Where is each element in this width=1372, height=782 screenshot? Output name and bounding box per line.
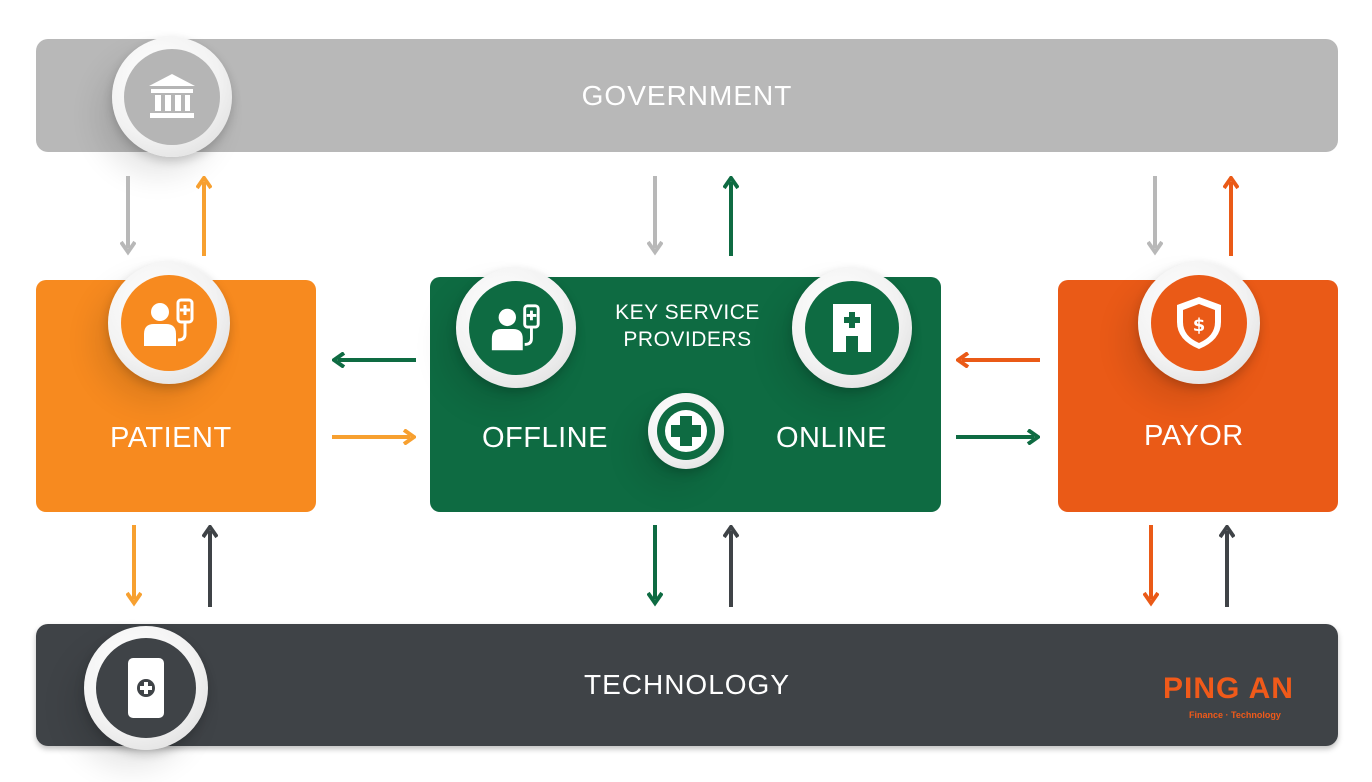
arrow-technology-to-payor (1219, 525, 1235, 607)
offline-badge (456, 268, 576, 388)
arrow-government-to-patient (120, 176, 136, 256)
arrow-government-to-payor (1147, 176, 1163, 256)
arrow-patient-to-government (196, 176, 212, 256)
payor-label: PAYOR (1144, 420, 1244, 452)
government-label: GOVERNMENT (581, 79, 793, 111)
arrow-ksp-to-patient (332, 352, 416, 368)
shield-dollar-icon: $ (1177, 297, 1221, 349)
online-label: ONLINE (776, 422, 887, 454)
patient-label: PATIENT (110, 422, 232, 454)
arrow-ksp-to-payor (956, 429, 1040, 445)
ksp-title-line1: KEY SERVICE (615, 301, 760, 324)
technology-badge (84, 626, 208, 750)
arrow-ksp-to-government (723, 176, 739, 256)
arrow-patient-to-technology (126, 525, 142, 607)
arrow-payor-to-government (1223, 176, 1239, 256)
technology-bar: TECHNOLOGY (36, 624, 1338, 746)
patient-iv-icon (144, 298, 194, 346)
offline-label: OFFLINE (482, 422, 608, 454)
ping-an-logo: PING AN Finance · Technology (1163, 672, 1323, 724)
government-bar: GOVERNMENT (36, 39, 1338, 152)
mobile-phone-medical-icon (128, 658, 164, 718)
hospital-building-icon (833, 304, 871, 352)
ksp-title: KEY SERVICE PROVIDERS (595, 299, 780, 353)
arrow-payor-to-ksp (956, 352, 1040, 368)
online-badge (792, 268, 912, 388)
arrow-patient-to-ksp (332, 429, 416, 445)
ksp-title-line2: PROVIDERS (623, 328, 752, 351)
arrow-government-to-ksp (647, 176, 663, 256)
payor-badge: $ (1138, 262, 1260, 384)
patient-badge (108, 262, 230, 384)
logo-brand: PING AN (1163, 672, 1294, 705)
patient-iv-icon (491, 304, 540, 351)
arrow-technology-to-ksp (723, 525, 739, 607)
medical-cross-icon (665, 410, 707, 452)
center-cross-badge (648, 393, 724, 469)
government-badge (112, 37, 232, 157)
technology-label: TECHNOLOGY (583, 669, 791, 700)
arrow-payor-to-technology (1143, 525, 1159, 607)
bank-building-icon (149, 74, 195, 118)
arrow-technology-to-patient (202, 525, 218, 607)
svg-text:$: $ (1193, 315, 1206, 336)
arrow-ksp-to-technology (647, 525, 663, 607)
logo-tagline: Finance · Technology (1189, 710, 1281, 720)
